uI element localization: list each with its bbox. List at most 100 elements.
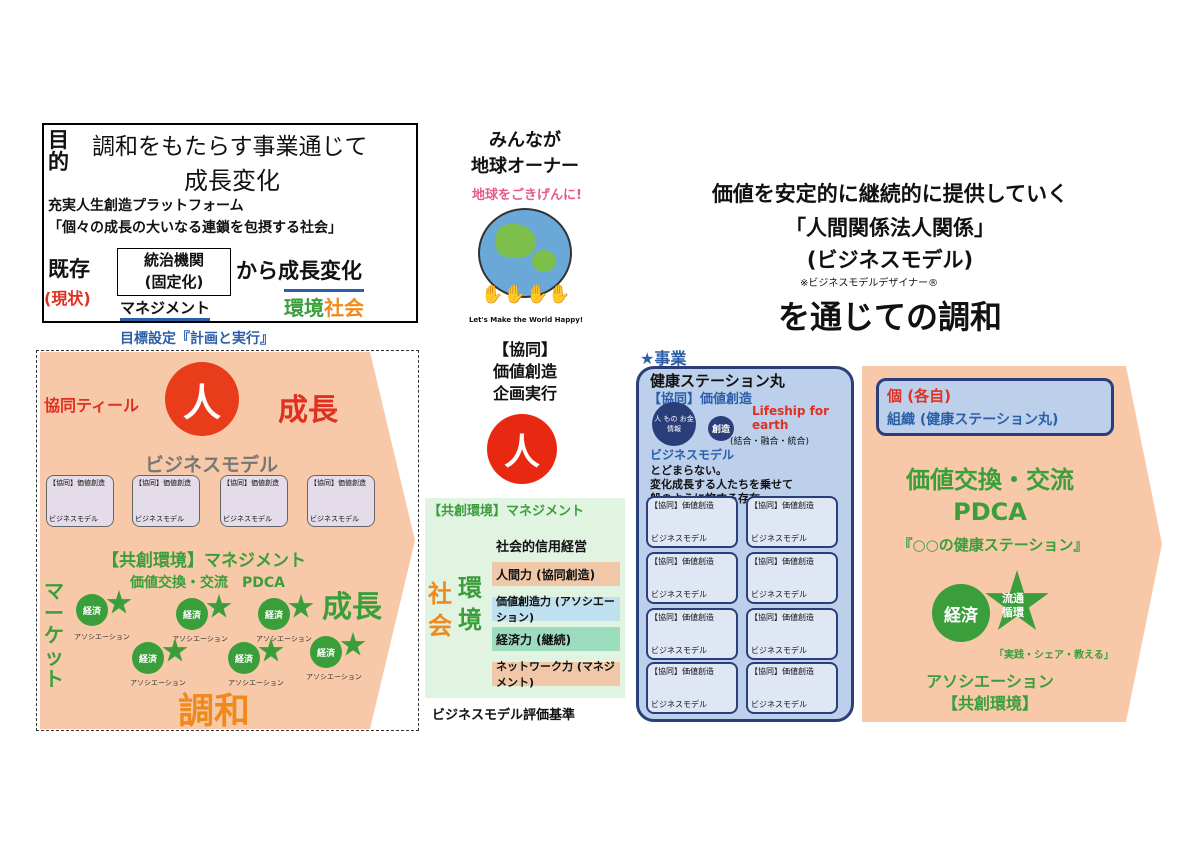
owner-text: 地球オーナー <box>450 152 600 178</box>
cell-head: 【協同】価値創造 <box>748 664 836 679</box>
cell-foot: ビジネスモデル <box>651 699 707 710</box>
designer-note: ※ビジネスモデルデザイナー® <box>800 274 938 289</box>
mini-head: 【協同】価値創造 <box>133 476 199 490</box>
mini-head: 【協同】価値創造 <box>47 476 113 490</box>
logo-sub: Let's Make the World Happy! <box>446 316 606 324</box>
kara-text: から成長変化 <box>236 255 362 285</box>
cell-head: 【協同】価値創造 <box>648 554 736 569</box>
kyodo-text: 【協同】 <box>465 336 585 360</box>
economy-node: 経済 <box>310 636 342 668</box>
cell-head: 【協同】価値創造 <box>748 610 836 625</box>
purpose-title: 調和をもたらす事業通じて <box>92 127 368 161</box>
society-text: 「個々の成長の大いなる連鎖を包摂する社会」 <box>48 217 342 237</box>
kikaku-text: 企画実行 <box>465 380 585 404</box>
growth2-label: 成長 <box>322 582 382 626</box>
tochi-text: 統治機関 <box>118 249 230 271</box>
kyoso-title: 【共創環境】 <box>910 690 1070 714</box>
model-cell: 【協同】価値創造ビジネスモデル <box>746 552 838 604</box>
teal-label: 協同ティール <box>44 392 139 416</box>
model-cell: 【協同】価値創造ビジネスモデル <box>746 662 838 714</box>
market-label: マーケット <box>44 580 66 690</box>
governance-box: 統治機関 (固定化) <box>117 248 231 296</box>
criteria-item: ネットワーク力 (マネジメント) <box>492 662 620 686</box>
shakai-vertical: 社会 <box>428 578 452 642</box>
land-shape <box>532 250 556 272</box>
biz-model-label: ビジネスモデル <box>145 450 278 477</box>
mini-model-card: 【協同】価値創造ビジネスモデル <box>220 475 288 527</box>
shakai-text: 社会 <box>324 296 364 320</box>
economy-node: 経済 <box>132 642 164 674</box>
mini-model-card: 【協同】価値創造ビジネスモデル <box>307 475 375 527</box>
kizon-text: 既存 <box>48 253 90 283</box>
purpose-label: 目的 <box>48 129 70 173</box>
model-cell: 【協同】価値創造ビジネスモデル <box>646 608 738 660</box>
left-mgmt-label: 【共創環境】マネジメント <box>102 546 306 571</box>
right-title-1: 価値を安定的に継続的に提供していく <box>640 178 1140 208</box>
lifeship-text: Lifeship for earth <box>752 404 842 432</box>
exchange-title: 価値交換・交流 <box>870 460 1110 495</box>
cell-head: 【協同】価値創造 <box>648 498 736 513</box>
person-circle-center: 人 <box>487 414 557 484</box>
criteria-item: 経済力 (継続) <box>492 627 620 651</box>
individual-box: 個 (各自) 組織 (健康ステーション丸) <box>876 378 1114 436</box>
mgmt-text: マネジメント <box>120 297 210 321</box>
mini-model-card: 【協同】価値創造ビジネスモデル <box>46 475 114 527</box>
genjo-text: (現状) <box>44 285 91 309</box>
economy-node: 経済 <box>258 598 290 630</box>
practice-label: 「実践・シェア・教える」 <box>994 646 1114 661</box>
logo-text: 地球をごきげんに! <box>452 184 602 203</box>
cell-head: 【協同】価値創造 <box>748 554 836 569</box>
land-shape <box>496 224 536 258</box>
cell-head: 【協同】価値創造 <box>648 610 736 625</box>
growth-label: 成長 <box>278 385 338 429</box>
mini-head: 【協同】価値創造 <box>308 476 374 490</box>
station-title: 『○○の健康ステーション』 <box>868 534 1118 555</box>
economy-node: 経済 <box>76 594 108 626</box>
model-cell: 【協同】価値創造ビジネスモデル <box>746 608 838 660</box>
mini-foot: ビジネスモデル <box>49 514 98 524</box>
cell-foot: ビジネスモデル <box>751 533 807 544</box>
exchange-label: 価値交換・交流 PDCA <box>130 572 285 592</box>
assoc-label: アソシエーション <box>306 672 362 682</box>
right-title-4: を通じての調和 <box>640 292 1140 338</box>
model-cell: 【協同】価値創造ビジネスモデル <box>746 496 838 548</box>
criteria-title: 社会的信用経営 <box>496 536 587 555</box>
assoc-label: アソシエーション <box>74 632 130 642</box>
mini-head: 【協同】価値創造 <box>221 476 287 490</box>
ryutsu-text: 流通 <box>1002 592 1024 606</box>
resource-circle: 人 もの お金 情報 <box>652 402 696 446</box>
assoc-label: アソシエーション <box>172 634 228 644</box>
model-cell: 【協同】価値創造ビジネスモデル <box>646 496 738 548</box>
kankyo-text: 環境 <box>284 296 324 320</box>
earth-logo: 地球をごきげんに! ✋✋✋✋ Let's Make the World Happ… <box>446 180 606 330</box>
eval-label: ビジネスモデル評価基準 <box>432 704 575 723</box>
ryutsu-label: 流通循環 <box>1002 592 1024 620</box>
cell-foot: ビジネスモデル <box>651 645 707 656</box>
mini-model-card: 【協同】価値創造ビジネスモデル <box>132 475 200 527</box>
mini-foot: ビジネスモデル <box>135 514 184 524</box>
cell-foot: ビジネスモデル <box>751 645 807 656</box>
cell-head: 【協同】価値創造 <box>748 498 836 513</box>
soshiki-label: 組織 (健康ステーション丸) <box>887 409 1058 429</box>
minna-text: みんなが <box>465 126 585 152</box>
kotei-text: (固定化) <box>118 271 230 293</box>
cell-foot: ビジネスモデル <box>751 699 807 710</box>
ketsugo-text: (結合・融合・統合) <box>730 434 809 447</box>
cell-foot: ビジネスモデル <box>751 589 807 600</box>
cell-foot: ビジネスモデル <box>651 533 707 544</box>
right-title-3: (ビジネスモデル) <box>640 244 1140 274</box>
kankyo-vertical: 環境 <box>458 572 482 636</box>
assoc-label: アソシエーション <box>228 678 284 688</box>
kankyo-shakai: 環境社会 <box>284 289 364 321</box>
ko-label: 個 (各自) <box>887 385 951 406</box>
pdca-title: PDCA <box>870 498 1110 526</box>
person-circle: 人 <box>165 362 239 436</box>
cell-foot: ビジネスモデル <box>651 589 707 600</box>
right-title-2: 「人間関係法人関係」 <box>640 212 1140 242</box>
criteria-item: 人間力 (協同創造) <box>492 562 620 586</box>
station-biz: ビジネスモデル <box>650 446 734 463</box>
economy-node: 経済 <box>176 598 208 630</box>
harmony-label: 調和 <box>178 682 250 734</box>
economy-circle: 経済 <box>932 584 990 642</box>
assoc-title: アソシエーション <box>910 668 1070 692</box>
